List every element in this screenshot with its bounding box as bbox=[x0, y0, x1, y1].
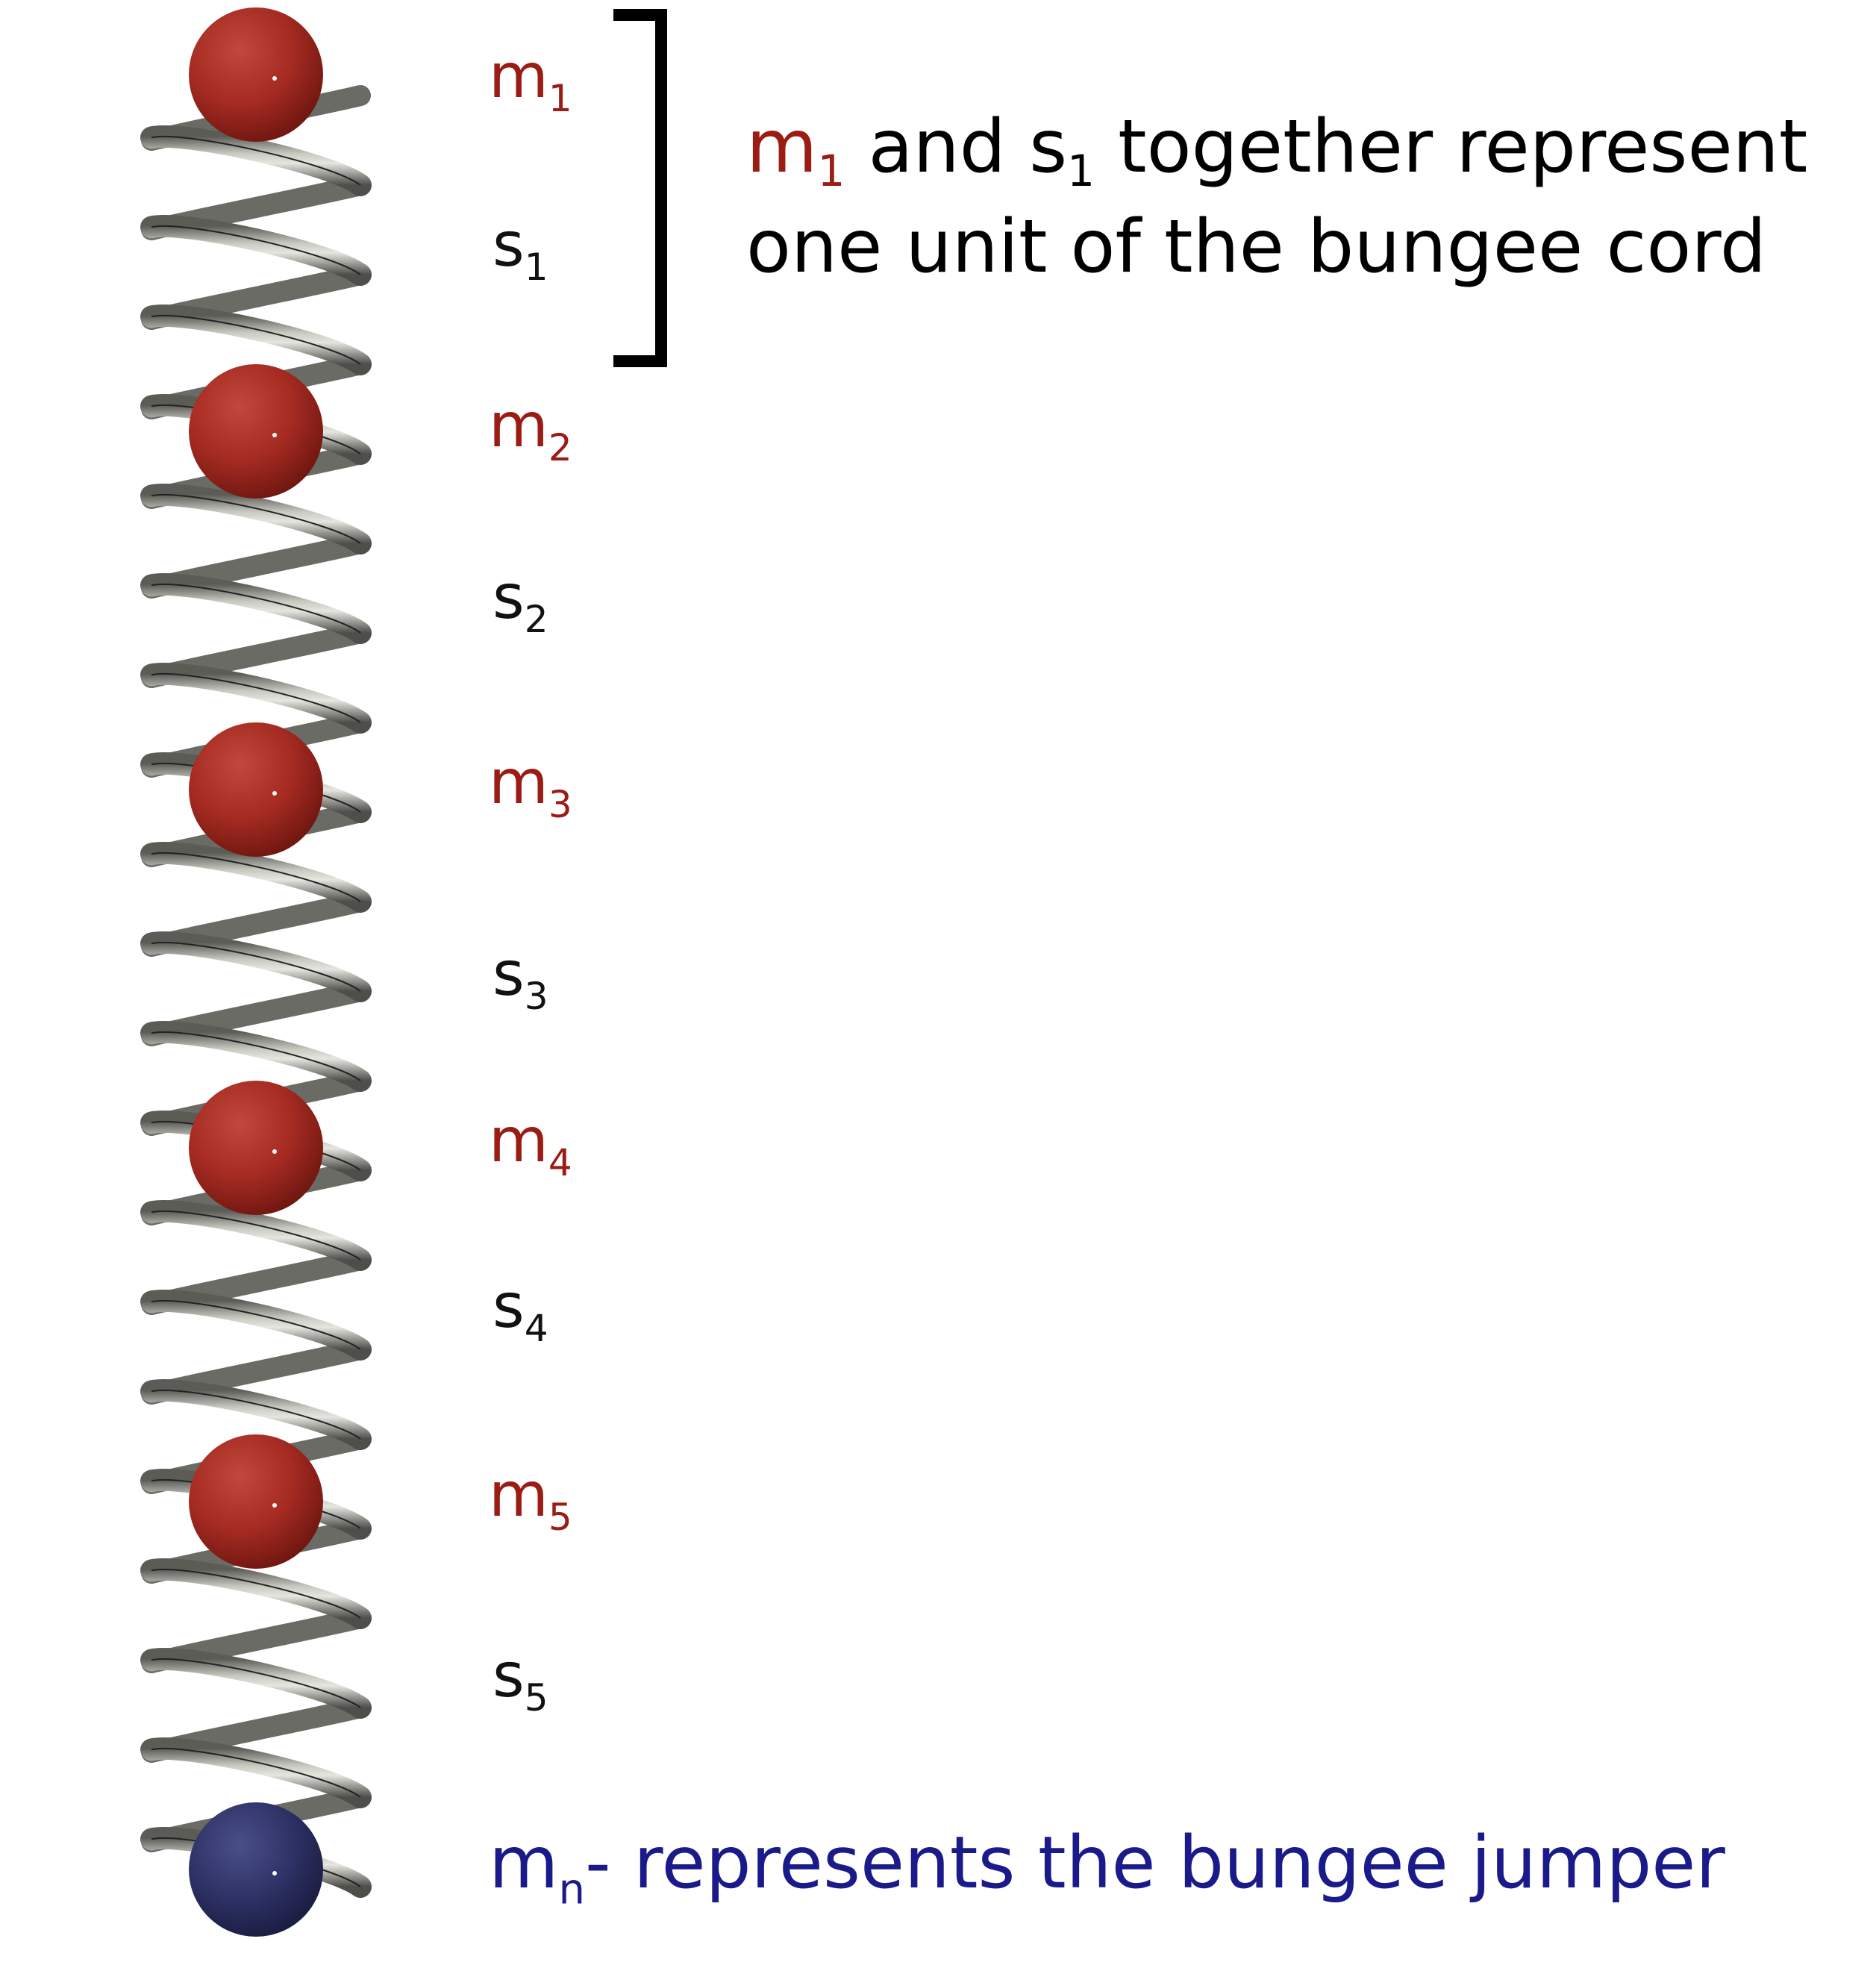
jumper-sphere bbox=[189, 1802, 323, 1937]
sphere-highlight bbox=[272, 76, 277, 81]
coil-front-strand bbox=[140, 1647, 372, 1719]
unit-bracket bbox=[613, 9, 667, 367]
unit-note-mass: m1 bbox=[746, 104, 845, 193]
spring-label-5: s5 bbox=[493, 1640, 548, 1720]
unit-note-mass-subscript: 1 bbox=[817, 146, 845, 197]
unit-note-line1: m1 and s1 together represent bbox=[746, 110, 1807, 193]
mass-label-4: m4 bbox=[489, 1105, 572, 1184]
spring-label-1: s1 bbox=[493, 210, 548, 289]
coil-front-strand bbox=[140, 304, 372, 375]
coil-front-strand bbox=[140, 1199, 372, 1271]
coil-highlight-line bbox=[151, 1299, 361, 1350]
coil-front-strand bbox=[140, 1020, 372, 1092]
spring-label-3: s3 bbox=[493, 939, 548, 1018]
coil-front-strand bbox=[140, 1289, 372, 1361]
unit-note-and: and bbox=[845, 104, 1030, 190]
mass-sphere-4 bbox=[189, 1081, 323, 1215]
coil-highlight-line bbox=[151, 135, 361, 186]
unit-note-rest: together represent bbox=[1095, 104, 1808, 190]
unit-note-mass-symbol: m bbox=[746, 104, 818, 190]
coil-highlight-line bbox=[151, 493, 361, 544]
jumper-symbol: m bbox=[489, 1821, 559, 1905]
jumper-description: - represents the bungee jumper bbox=[585, 1821, 1725, 1905]
mass-spheres bbox=[189, 7, 323, 1937]
sphere-highlight bbox=[272, 1871, 277, 1875]
coil-front-strand bbox=[140, 214, 372, 286]
mass-sphere-5 bbox=[189, 1434, 323, 1569]
spring-label-4: s4 bbox=[493, 1271, 548, 1350]
mass-sphere-1 bbox=[189, 7, 323, 142]
coil-highlight-line bbox=[151, 583, 361, 634]
jumper-label: mn- represents the bungee jumper bbox=[489, 1827, 1725, 1911]
coil-highlight-line bbox=[151, 852, 361, 902]
coil-highlight-line bbox=[151, 1568, 361, 1619]
coil-highlight-line bbox=[151, 1031, 361, 1081]
sphere-highlight bbox=[272, 433, 277, 437]
mass-label-1: m1 bbox=[489, 41, 572, 120]
unit-note-line2: one unit of the bungee cord bbox=[746, 204, 1767, 290]
unit-note-spring-symbol: s bbox=[1029, 104, 1068, 190]
coil-highlight-line bbox=[151, 1747, 361, 1798]
coil-front-strand bbox=[140, 1378, 372, 1450]
coil-highlight-line bbox=[151, 1210, 361, 1261]
mass-label-3: m3 bbox=[489, 747, 572, 826]
coil-highlight-line bbox=[151, 672, 361, 723]
coil-front-strand bbox=[140, 1737, 372, 1808]
coil-front-strand bbox=[140, 841, 372, 913]
coil-highlight-line bbox=[151, 941, 361, 992]
coil-front-strand bbox=[140, 125, 372, 196]
coil-front-strand bbox=[140, 662, 372, 734]
jumper-subscript: n bbox=[558, 1865, 586, 1914]
mass-sphere-3 bbox=[189, 722, 323, 857]
sphere-highlight bbox=[272, 1503, 277, 1508]
mass-label-5: m5 bbox=[489, 1460, 572, 1539]
sphere-highlight bbox=[272, 791, 277, 796]
sphere-highlight bbox=[272, 1149, 277, 1154]
unit-note-spring-subscript: 1 bbox=[1067, 146, 1095, 197]
spring-label-2: s2 bbox=[493, 562, 548, 641]
coil-highlight-line bbox=[151, 225, 361, 275]
coil-front-strand bbox=[140, 572, 372, 644]
mass-label-2: m2 bbox=[489, 390, 572, 469]
coil-front-strand bbox=[140, 1558, 372, 1629]
mass-sphere-2 bbox=[189, 364, 323, 499]
coil-highlight-line bbox=[151, 314, 361, 365]
coil-highlight-line bbox=[151, 1389, 361, 1440]
coil-front-strand bbox=[140, 931, 372, 1002]
coil-front-strand bbox=[140, 483, 372, 555]
coil-highlight-line bbox=[151, 1658, 361, 1708]
